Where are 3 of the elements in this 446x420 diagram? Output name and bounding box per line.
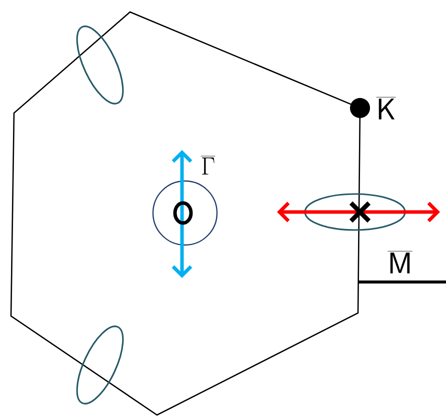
- point-label: $\overline{\Gamma}$: [200, 156, 216, 174]
- point-label: $\overline{\mathsf{K}}$: [376, 97, 396, 120]
- point-label: $\overline{\mathsf{M}}$: [388, 251, 412, 274]
